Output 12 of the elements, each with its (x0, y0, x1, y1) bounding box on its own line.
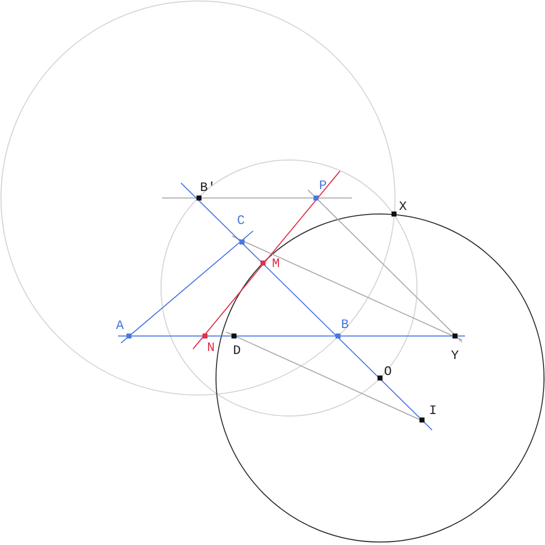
point-label: C (237, 214, 245, 227)
point-label: X (399, 200, 407, 213)
point-label: N (207, 341, 215, 354)
point-label: B (341, 318, 349, 331)
point-label: B' (200, 181, 216, 194)
point-label: D (233, 344, 241, 357)
point-label: A (116, 319, 124, 332)
point-label: P (319, 179, 327, 192)
point-label: O (384, 365, 392, 378)
point-label: M (272, 257, 280, 270)
point-label: I (429, 404, 437, 417)
point-label: Y (451, 349, 459, 362)
